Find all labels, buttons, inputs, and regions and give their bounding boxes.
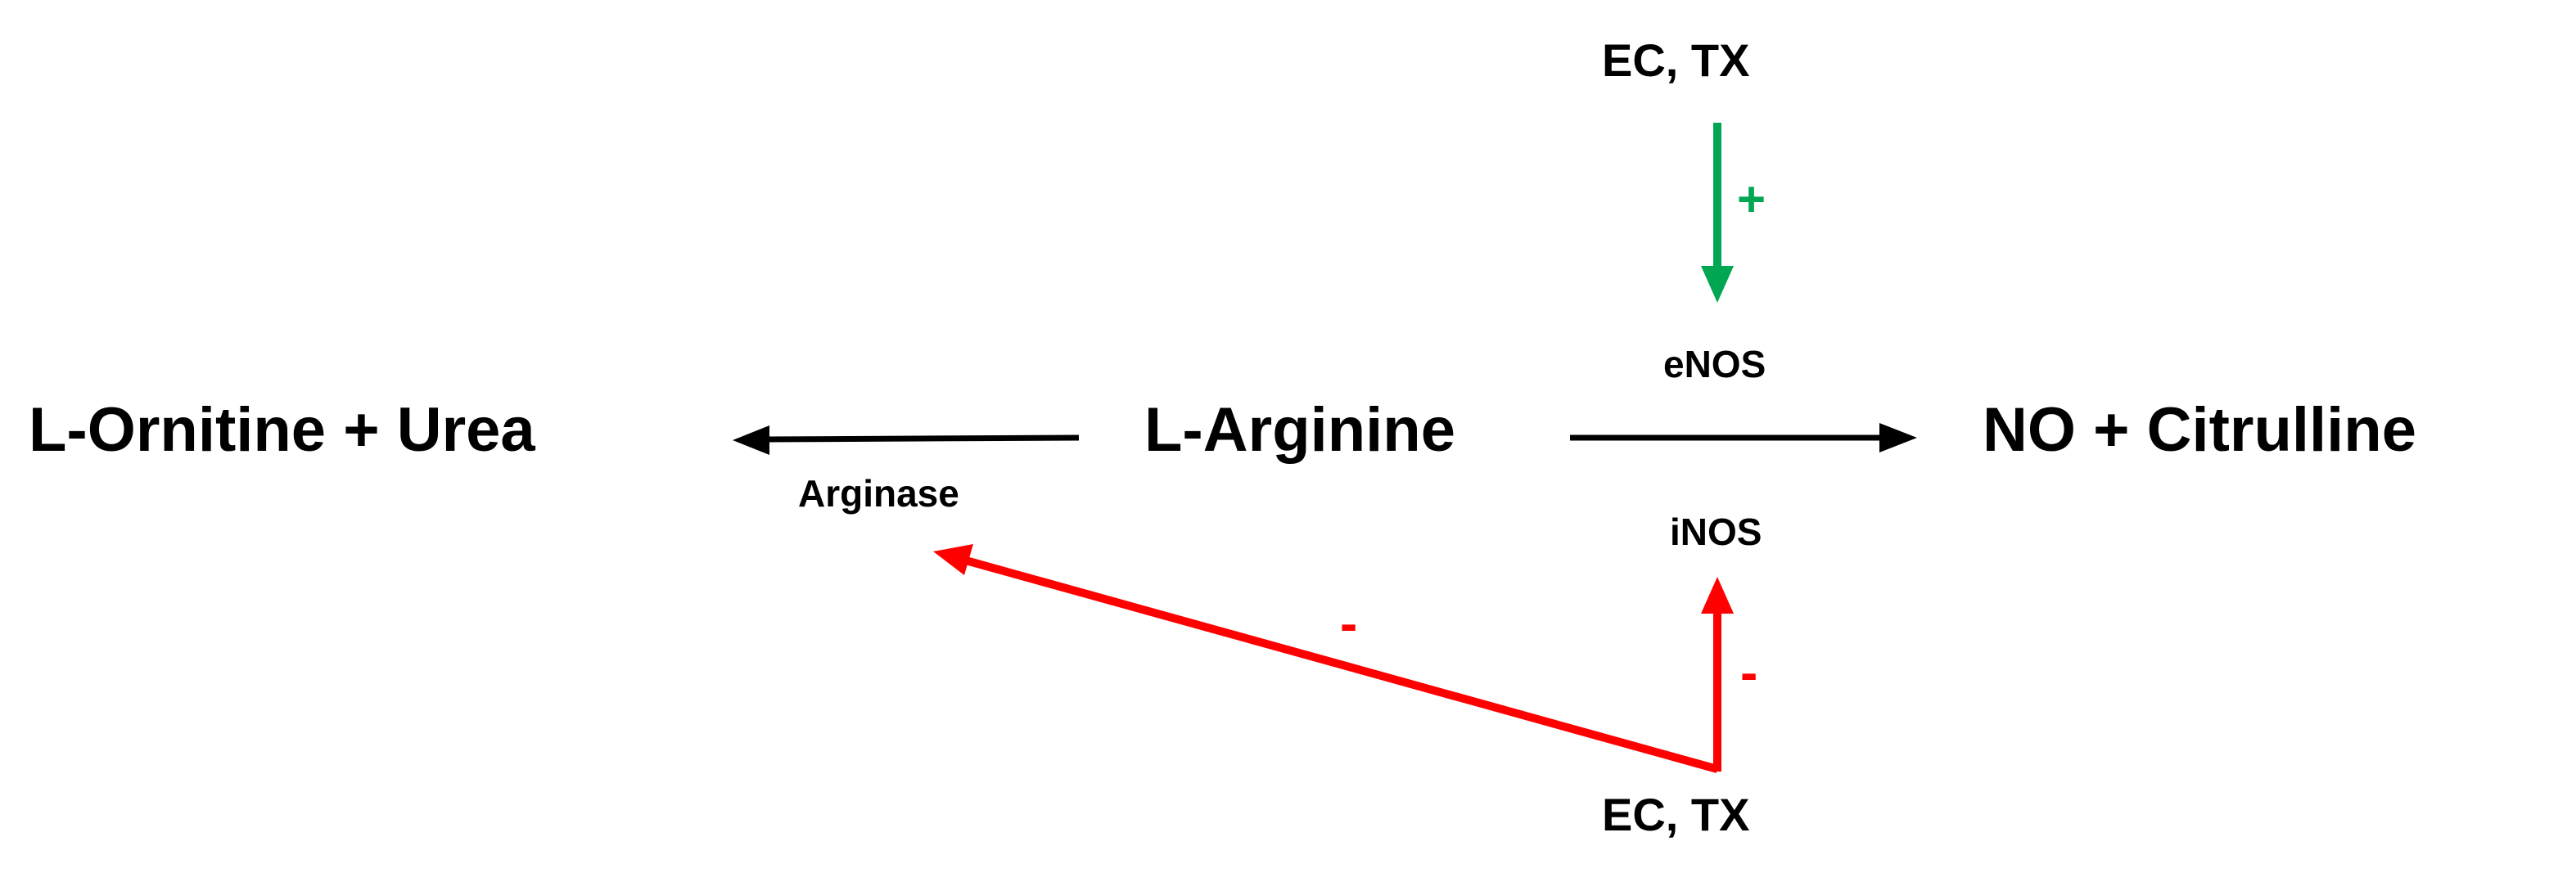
arginase-inhibition-arrow — [964, 556, 1719, 773]
top-modulator-label: EC, TX — [1602, 34, 1750, 86]
no-citrulline-label: NO + Citrulline — [1983, 395, 2416, 465]
enos-activation-arrowhead — [1701, 266, 1734, 303]
inos-inhibition-arrowhead — [1701, 577, 1734, 614]
arginine-label: L-Arginine — [1144, 395, 1455, 465]
arginase-label: Arginase — [798, 472, 959, 515]
enos-activation-sign: + — [1737, 172, 1766, 227]
arginase-reaction-arrowhead — [733, 425, 769, 455]
arginase-inhibition-sign: - — [1340, 594, 1358, 653]
nos-reaction-arrowhead — [1879, 423, 1917, 452]
inos-label: iNOS — [1670, 511, 1762, 553]
enos-label: eNOS — [1663, 343, 1766, 385]
arginase-reaction-arrow — [765, 434, 1080, 443]
arginase-inhibition-arrowhead — [933, 544, 973, 575]
inos-inhibition-sign: - — [1740, 643, 1758, 702]
ornitine-urea-label: L-Ornitine + Urea — [29, 395, 535, 465]
bottom-modulator-label: EC, TX — [1602, 789, 1750, 840]
